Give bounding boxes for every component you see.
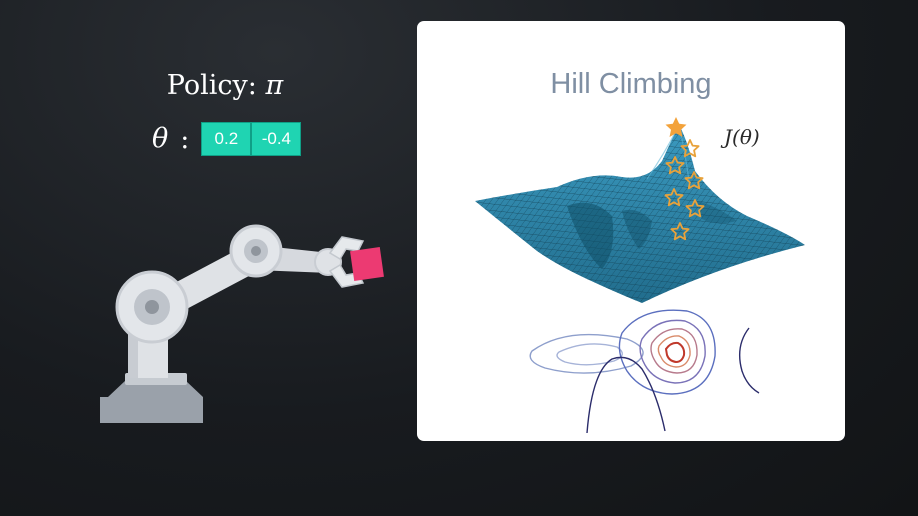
star-outline-icon (664, 188, 684, 207)
panel-title: Hill Climbing (550, 68, 712, 100)
policy-symbol: π (265, 70, 284, 101)
policy-title: Policy: π (150, 70, 300, 101)
surface-mesh (475, 123, 805, 303)
robot-arm-icon (100, 224, 384, 423)
theta-value-1: 0.2 (201, 122, 252, 156)
star-outline-icon (685, 199, 705, 218)
star-outline-icon (665, 156, 685, 175)
theta-value-2: -0.4 (251, 122, 302, 156)
theta-colon: : (180, 123, 190, 155)
policy-prefix: Policy: (166, 70, 266, 101)
star-outline-icon (670, 222, 690, 241)
hill-climbing-panel: Hill Climbing J(θ) (417, 21, 845, 441)
theta-symbol: θ (152, 123, 169, 154)
star-outline-icon (680, 139, 700, 158)
objective-surface-illustration (475, 117, 805, 434)
objective-label: J(θ) (724, 125, 760, 149)
star-filled-icon (665, 117, 687, 137)
star-outline-icon (684, 171, 704, 190)
theta-row: θ : 0.2 -0.4 (152, 122, 302, 156)
contour-plot (529, 309, 760, 434)
